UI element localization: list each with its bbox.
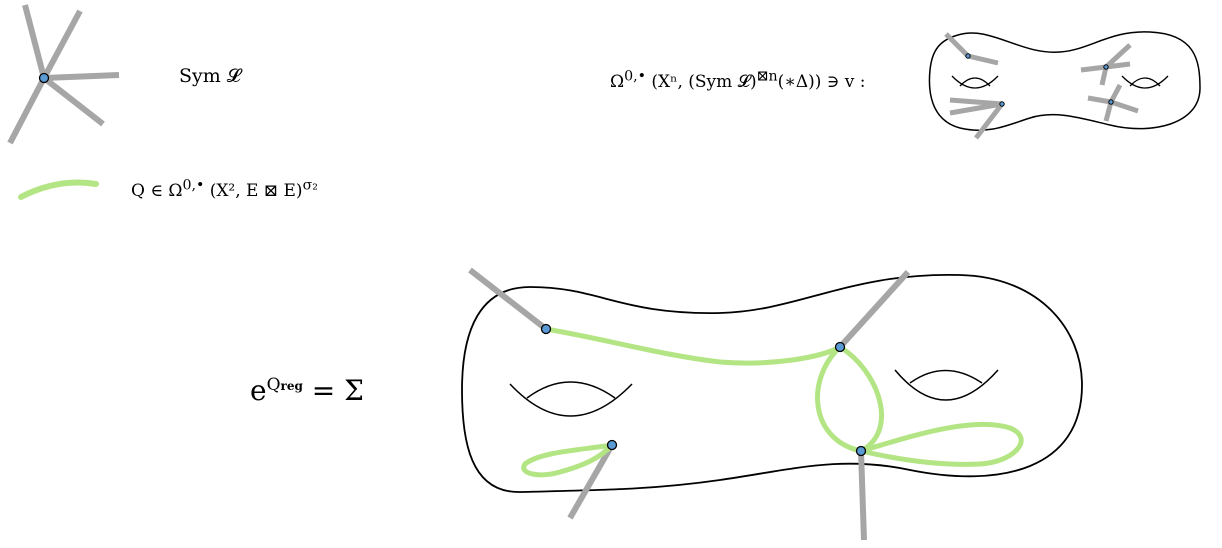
vertex-bottom-right [855,445,867,457]
leg-bottom-right [858,450,867,541]
exp-base: e [250,374,267,407]
vector-omega: Ω [610,72,625,92]
vertex-top-left [540,323,552,335]
leg-top-left [468,267,548,332]
vector-v-label: Ω0,• (Xⁿ, (Sym 𝓛)⊠n(∗Δ)) ∋ v : [610,69,866,92]
q-omega: Q ∈ Ω [131,181,183,201]
exp-q-reg-equation: eQreg = Σ [250,374,364,407]
leg-bottom-left [567,443,615,520]
legend-vertex-star [7,4,120,145]
legend-propagator-line [18,179,99,200]
vertex-bottom-left [606,439,618,451]
vector-space: (Xⁿ, (Sym 𝓛) [645,72,757,92]
propagator-loop-right-vertical [815,343,884,454]
propagator-self-loop-right [860,421,1024,467]
propagator-top [545,326,842,366]
sym-l-label: Sym 𝓛 [179,65,241,87]
small-surface [928,31,1201,140]
exp-sum: = Σ [302,374,364,407]
vector-tail: (∗Δ)) ∋ v : [777,72,866,92]
vector-boxtimes: ⊠n [756,68,778,85]
q-sigma: σ₂ [302,177,318,194]
vertex-top-right [834,341,846,353]
large-surface [461,267,1083,541]
exp-q: Q [266,374,281,395]
vector-degree: 0,• [624,68,646,85]
propagator-self-loop-left [521,442,614,478]
q-space: (X², E ⊠ E) [204,181,303,201]
legend-vertex-dot [38,72,50,84]
exp-reg: reg [280,378,303,393]
leg-top-right [837,269,911,350]
propagator-q-label: Q ∈ Ω0,• (X², E ⊠ E)σ₂ [131,178,318,201]
q-degree: 0,• [182,177,205,194]
